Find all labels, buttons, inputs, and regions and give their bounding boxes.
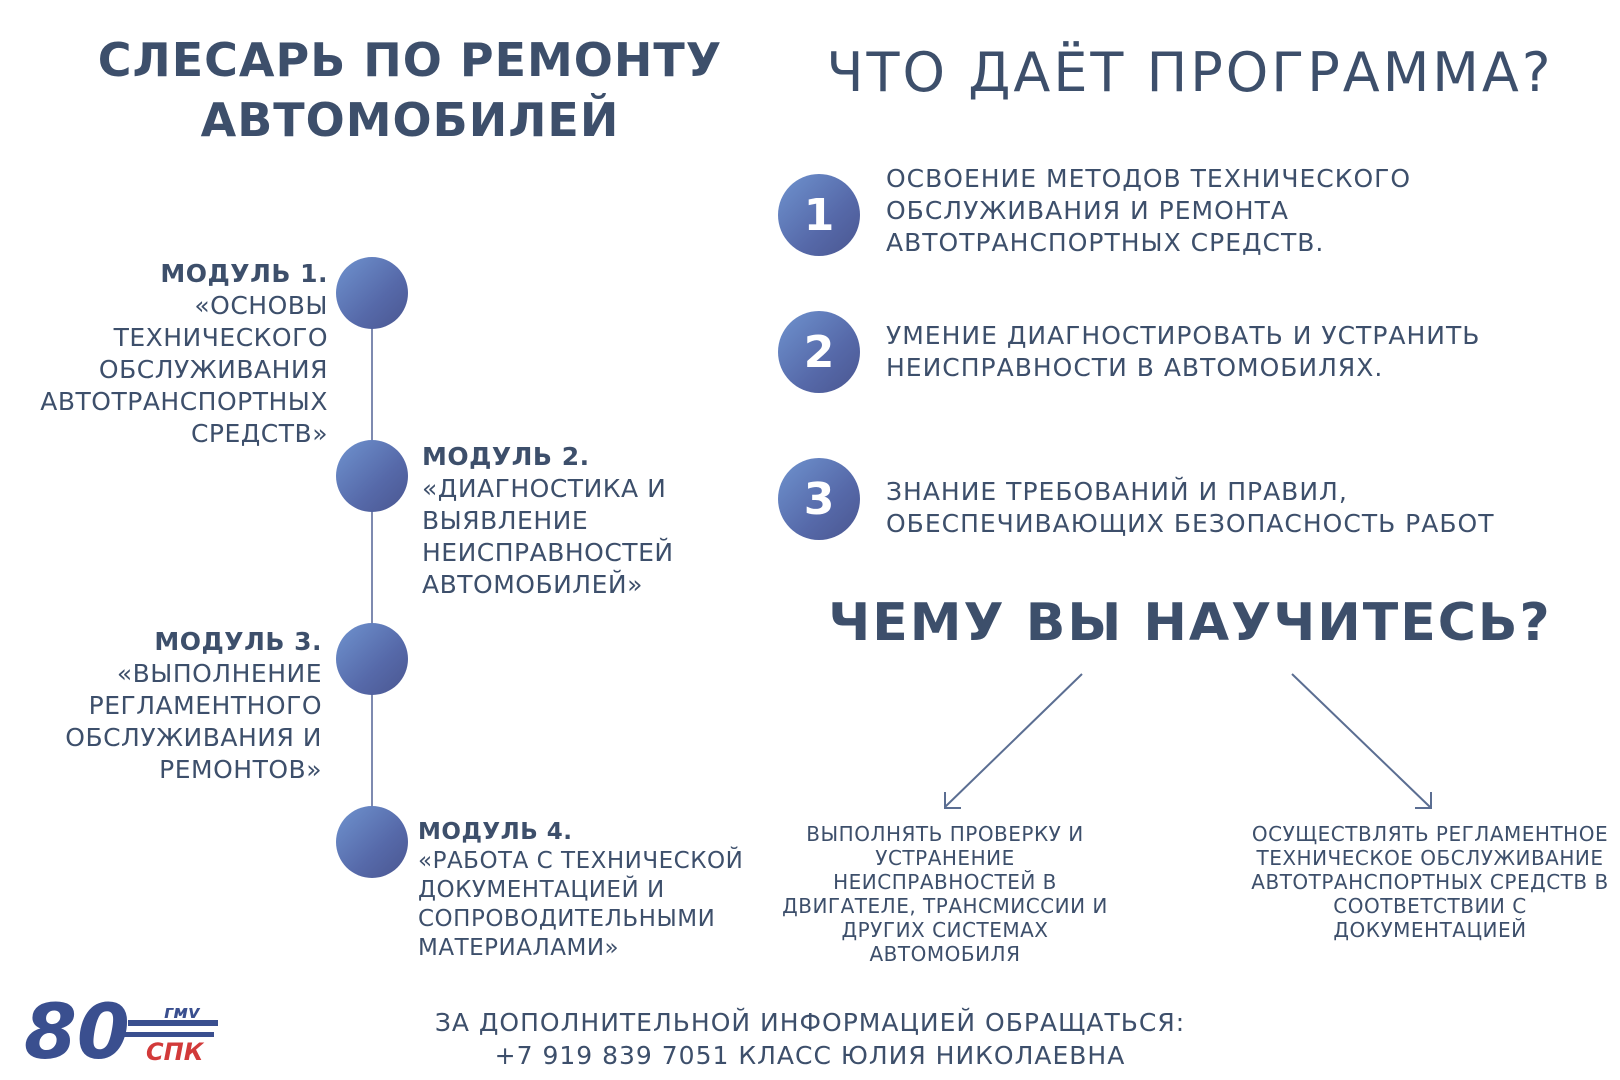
skill-1: ВЫПОЛНЯТЬ ПРОВЕРКУ И УСТРАНЕНИЕ НЕИСПРАВ…: [782, 822, 1108, 966]
module-4-title: МОДУЛЬ 4.: [418, 819, 573, 845]
module-1-marker: [336, 257, 408, 329]
benefit-3-number: 3: [778, 458, 860, 540]
logo-abbr: СПК: [146, 1038, 205, 1066]
module-3-text: «ВЫПОЛНЕНИЕ РЕГЛАМЕНТНОГО ОБСЛУЖИВАНИЯ И…: [65, 659, 322, 784]
arrow-left-head: [944, 792, 961, 809]
skill-2: ОСУЩЕСТВЛЯТЬ РЕГЛАМЕНТНОЕ ТЕХНИЧЕСКОЕ ОБ…: [1251, 822, 1609, 942]
contact-line-2: +7 919 839 7051 КЛАСС ЮЛИЯ НИКОЛАЕВНА: [494, 1041, 1126, 1070]
module-2-text: «ДИАГНОСТИКА И ВЫЯВЛЕНИЕ НЕИСПРАВНОСТЕЙ …: [422, 474, 674, 599]
learn-heading: ЧЕМУ ВЫ НАУЧИТЕСЬ?: [828, 593, 1552, 653]
arrow-right-head: [1415, 792, 1432, 809]
module-3-marker: [336, 623, 408, 695]
arrow-left-line: [944, 673, 1083, 808]
logo-stripe-1: [128, 1020, 218, 1026]
logo-letters: гмv: [164, 1002, 201, 1023]
college-logo: 80 гмv СПК: [24, 987, 218, 1068]
benefit-3-text: ЗНАНИЕ ТРЕБОВАНИЙ И ПРАВИЛ, ОБЕСПЕЧИВАЮЩ…: [886, 477, 1495, 538]
benefit-2-text: УМЕНИЕ ДИАГНОСТИРОВАТЬ И УСТРАНИТЬ НЕИСП…: [886, 321, 1481, 382]
contact-info: ЗА ДОПОЛНИТЕЛЬНОЙ ИНФОРМАЦИЕЙ ОБРАЩАТЬСЯ…: [380, 1006, 1240, 1072]
arrow-right-line: [1291, 673, 1431, 808]
module-2: МОДУЛЬ 2. «ДИАГНОСТИКА И ВЫЯВЛЕНИЕ НЕИСП…: [422, 441, 712, 601]
logo-number: 80: [24, 987, 130, 1068]
module-3: МОДУЛЬ 3. «ВЫПОЛНЕНИЕ РЕГЛАМЕНТНОГО ОБСЛ…: [40, 626, 322, 786]
module-4-marker: [336, 806, 408, 878]
benefit-1-text: ОСВОЕНИЕ МЕТОДОВ ТЕХНИЧЕСКОГО ОБСЛУЖИВАН…: [886, 164, 1412, 257]
module-3-title: МОДУЛЬ 3.: [154, 627, 322, 656]
logo-stripe-2: [124, 1032, 214, 1037]
module-1-text: «ОСНОВЫ ТЕХНИЧЕСКОГО ОБСЛУЖИВАНИЯ АВТОТР…: [40, 291, 328, 448]
module-2-title: МОДУЛЬ 2.: [422, 442, 590, 471]
benefit-1-number: 1: [778, 174, 860, 256]
module-2-marker: [336, 440, 408, 512]
module-4: МОДУЛЬ 4. «РАБОТА С ТЕХНИЧЕСКОЙ ДОКУМЕНТ…: [418, 818, 748, 963]
module-1: МОДУЛЬ 1. «ОСНОВЫ ТЕХНИЧЕСКОГО ОБСЛУЖИВА…: [8, 258, 328, 450]
timeline-line: [371, 290, 373, 840]
module-1-title: МОДУЛЬ 1.: [160, 259, 328, 288]
benefit-2-number: 2: [778, 311, 860, 393]
program-heading: ЧТО ДАЁТ ПРОГРАММА?: [826, 41, 1554, 104]
contact-line-1: ЗА ДОПОЛНИТЕЛЬНОЙ ИНФОРМАЦИЕЙ ОБРАЩАТЬСЯ…: [434, 1008, 1186, 1037]
module-4-text: «РАБОТА С ТЕХНИЧЕСКОЙ ДОКУМЕНТАЦИЕЙ И СО…: [418, 848, 744, 961]
page-title: СЛЕСАРЬ ПО РЕМОНТУ АВТОМОБИЛЕЙ: [97, 33, 723, 147]
